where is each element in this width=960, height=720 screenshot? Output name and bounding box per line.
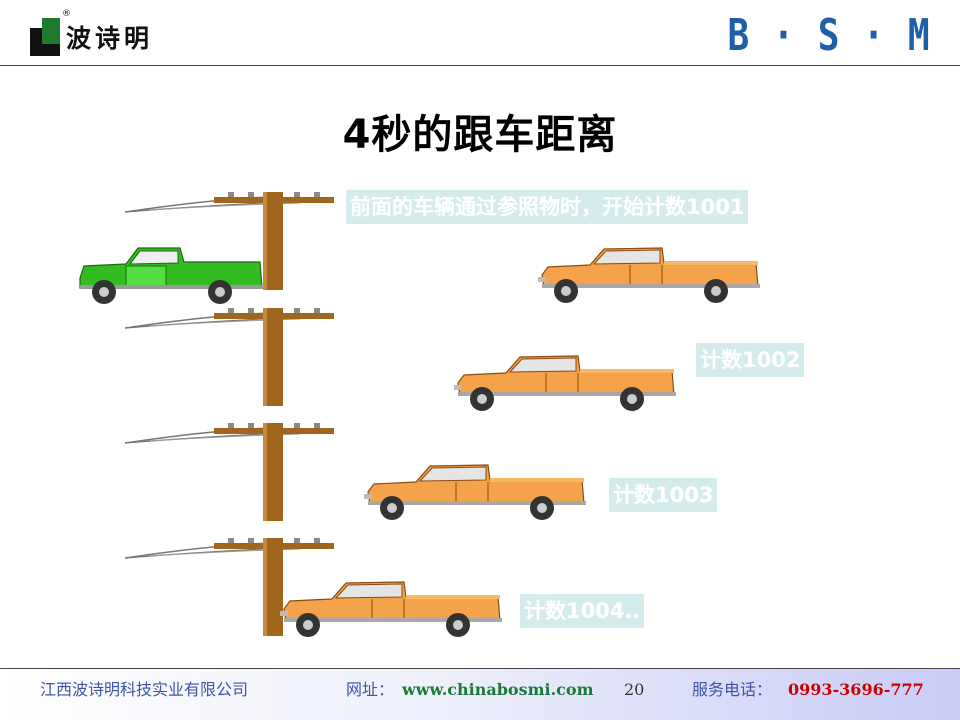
slide-header: ® 波诗明 B · S · M	[0, 0, 960, 66]
count-label-1004: 计数1004..	[520, 594, 645, 628]
count-label-1002: 计数1002	[696, 343, 805, 377]
footer-phone-number: 0993-3696-777	[788, 680, 924, 699]
footer-company: 江西波诗明科技实业有限公司	[40, 680, 249, 699]
brand-bsm: B · S · M	[727, 10, 930, 61]
logo-icon	[30, 18, 60, 56]
logo-text: 波诗明	[66, 24, 154, 53]
footer-website-link[interactable]: www.chinabosmi.com	[402, 680, 594, 699]
following-truck-1	[537, 247, 761, 304]
slide-title: 4秒的跟车距离	[342, 112, 618, 158]
utility-pole-2	[124, 307, 335, 407]
count-label-1003: 计数1003	[609, 478, 718, 512]
header-divider	[0, 65, 960, 66]
following-truck-3	[363, 464, 587, 521]
following-truck-4	[279, 581, 503, 638]
following-truck-2	[453, 355, 677, 412]
utility-pole-3	[124, 422, 335, 522]
count-label-1001: 前面的车辆通过参照物时，开始计数1001	[346, 190, 749, 224]
page-number: 20	[624, 680, 645, 699]
slide-footer	[0, 668, 960, 720]
footer-website-label: 网址：	[346, 680, 395, 699]
footer-phone-label: 服务电话：	[692, 680, 773, 699]
lead-green-truck	[79, 247, 264, 304]
registered-mark: ®	[62, 9, 71, 19]
footer-divider	[0, 668, 960, 669]
